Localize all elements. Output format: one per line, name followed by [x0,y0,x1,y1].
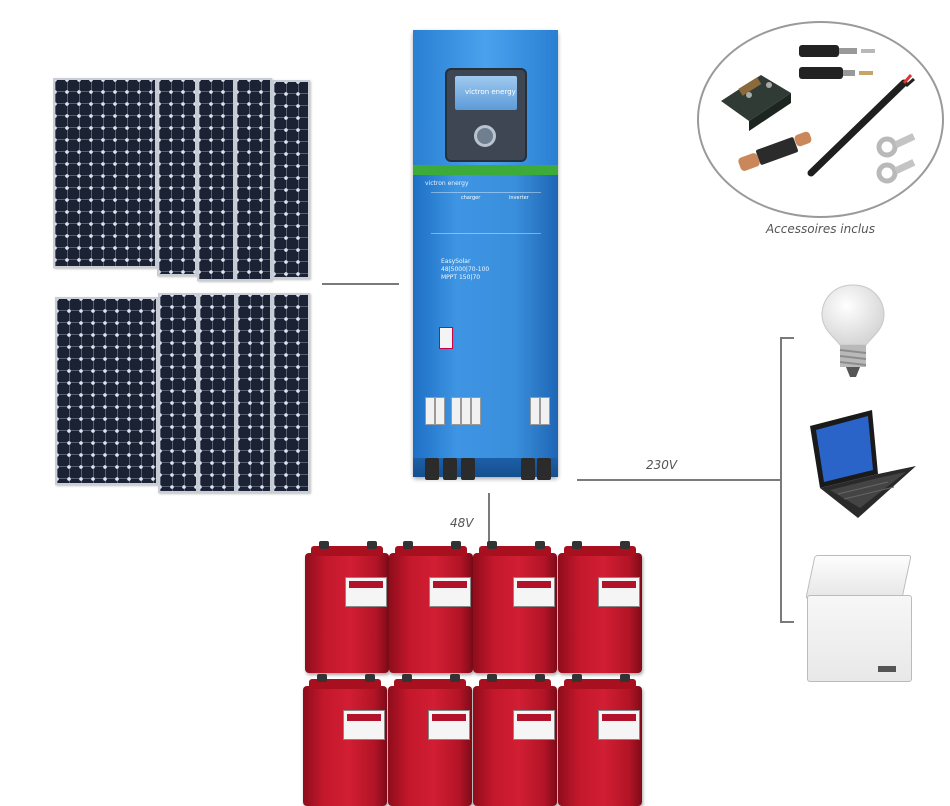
inverter-model-line: EasySolar [441,258,471,265]
battery [558,674,642,806]
fuse-icon [738,131,812,171]
battery [388,674,472,806]
wire-solar-to-inverter [322,283,399,285]
inverter-section-charger: charger [461,195,481,201]
cable-gland [521,458,535,480]
inverter-screen: victron energy [455,76,517,110]
accessories-oval [697,21,944,218]
mc4-connector-icon [799,45,875,79]
wire-inverter-to-loads [577,479,781,481]
voltage-label-dc: 48V [450,516,474,530]
solar-panel [53,78,157,268]
cable-icon [807,74,915,177]
battery [473,541,557,673]
inverter-green-band [413,165,558,175]
breaker [471,397,481,425]
accessories-illustration [721,45,916,184]
battery [389,541,473,673]
solar-panel [198,293,236,493]
inverter-knob [474,125,496,147]
inverter-display: victron energy [445,68,527,162]
solar-panel [236,293,272,493]
wire-bus-bottom [780,621,794,623]
battery [305,541,389,673]
inverter-model-line: MPPT 150|70 [441,274,481,281]
accessories-caption: Accessoires inclus [765,222,876,236]
voltage-label-ac: 230V [646,458,678,472]
laptop-icon [810,410,916,518]
ring-terminal-icon [876,133,916,184]
solar-panel [272,80,310,279]
solar-panel [197,78,235,281]
freezer-icon [807,595,912,682]
inverter-panel-brand: victron energy [425,180,469,187]
breaker [540,397,550,425]
wire-bus-top [780,337,794,339]
inverter-schematic-label: charger inverter [431,192,541,234]
breaker [461,397,471,425]
solar-panel [157,78,197,276]
battery [558,541,642,673]
solar-panel [55,297,158,485]
battery [303,674,387,806]
battery [473,674,557,806]
wire-load-bus [780,337,782,623]
inverter-warning-sticker [439,327,453,349]
wire-inverter-to-battery [488,493,490,545]
solar-panel [272,293,310,493]
inverter-model-line: 48|5000|70-100 [441,266,490,273]
cable-gland [537,458,551,480]
light-bulb-icon [821,284,885,377]
cable-gland [425,458,439,480]
inverter-model: EasySolar 48|5000|70-100 MPPT 150|70 [441,258,489,282]
inverter-section-inverter: inverter [509,195,529,201]
inverter-charger: victron energy victron energy charger in… [413,30,558,480]
breaker [425,397,435,425]
solar-panel [235,78,272,281]
breaker [530,397,540,425]
cable-gland [461,458,475,480]
freezer-lid [805,555,912,599]
fuse-holder-icon [721,75,791,131]
breaker [451,397,461,425]
breaker [435,397,445,425]
cable-gland [443,458,457,480]
inverter-screen-brand: victron energy [465,88,516,96]
solar-panel [158,293,198,493]
